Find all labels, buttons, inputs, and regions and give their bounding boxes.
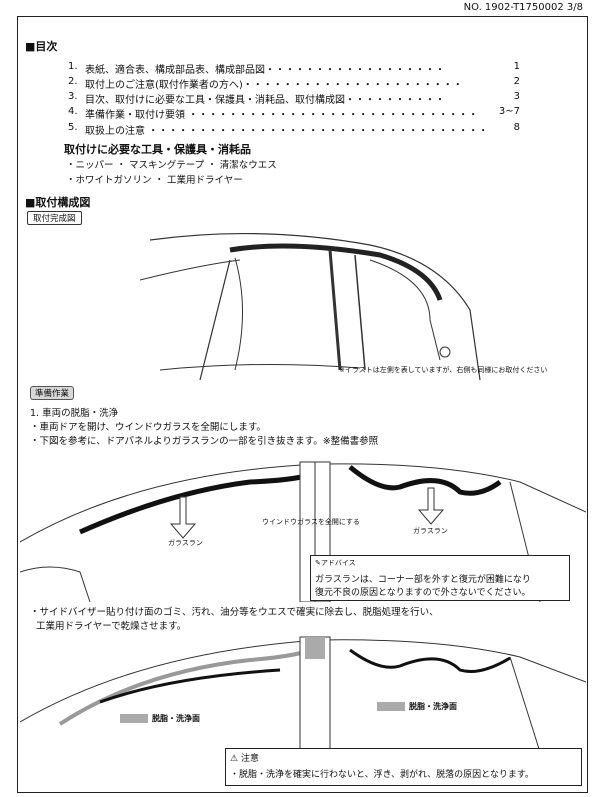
car-visor-illustration (140, 233, 481, 380)
toc-item-text: 取付上のご注意(取付作業者の方へ)・・・・・・・・・・・・・・・・・・・・・・ (85, 80, 463, 91)
toc-list: 1. 表紙、適合表、構成部品表、構成部品図・・・・・・・・・・・・・・・・・・ … (68, 61, 520, 141)
advice-box: ✎アドバイス ガラスランは、コーナー部を外すと復元が困難になり 復元不良の原因と… (310, 555, 570, 601)
caution-title-text: 注意 (240, 754, 259, 764)
toc-item-page: 3~7 (498, 106, 520, 117)
prep-label: 準備作業 (30, 386, 75, 400)
toc-item: 4. 準備作業・取付け要領 ・・・・・・・・・・・・・・・・・・・・・・・・・・… (68, 106, 520, 121)
degrease-line: ・サイドバイザー貼り付け面のゴミ、汚れ、油分等をウエスで確実に除去し、脱脂処理を… (30, 607, 439, 618)
toc-item-number: 5. (68, 122, 78, 133)
toc-item-number: 2. (68, 76, 78, 87)
glassrun-label-right: ガラスラン (413, 527, 448, 535)
toc-item: 5. 取扱上の注意 ・・・・・・・・・・・・・・・・・・・・・・・・・・・・・・… (68, 122, 520, 137)
tools-heading: 取付けに必要な工具・保護具・消耗品 (64, 143, 251, 156)
degrease-surface-illustration (20, 636, 586, 752)
toc-item: 2. 取付上のご注意(取付作業者の方へ)・・・・・・・・・・・・・・・・・・・・… (68, 76, 520, 91)
tools-line: ・ホワイトガソリン ・ 工業用ドライヤー (66, 175, 243, 186)
degrease-line: 工業用ドライヤーで乾燥させます。 (36, 621, 187, 632)
document-number: NO. 1902-T1750002 3/8 (463, 2, 583, 13)
toc-item-number: 3. (68, 91, 78, 102)
degrease-label-left: 脱脂・洗浄面 (152, 714, 200, 723)
caution-text: ・脱脂・洗浄を確実に行わないと、浮き、剥がれ、脱落の原因となります。 (230, 770, 534, 780)
tools-line: ・ニッパー ・ マスキングテープ ・ 清潔なウエス (66, 160, 277, 171)
toc-item-text: 取扱上の注意 ・・・・・・・・・・・・・・・・・・・・・・・・・・・・・・・・・… (85, 126, 489, 137)
prep-step: 1. 車両の脱脂・洗浄 (30, 408, 119, 419)
caution-box: ⚠ 注意 ・脱脂・洗浄を確実に行わないと、浮き、剥がれ、脱落の原因となります。 (225, 748, 582, 786)
glassrun-label-left: ガラスラン (168, 539, 203, 547)
advice-line: 復元不良の原因となりますので外さないでください。 (315, 588, 531, 598)
config-label: 取付完成図 (27, 211, 82, 225)
toc-item: 3. 目次、取付けに必要な工具・保護具・消耗品、取付構成図・・・・・・・・・・ … (68, 91, 520, 106)
toc-item: 1. 表紙、適合表、構成部品表、構成部品図・・・・・・・・・・・・・・・・・・ … (68, 61, 520, 76)
window-open-label: ウインドウガラスを全開にする (262, 518, 360, 526)
advice-title-text: アドバイス (320, 559, 356, 567)
toc-item-text: 表紙、適合表、構成部品表、構成部品図・・・・・・・・・・・・・・・・・・ (85, 65, 445, 76)
toc-item-number: 4. (68, 106, 78, 117)
advice-line: ガラスランは、コーナー部を外すと復元が困難になり (315, 575, 531, 585)
config-note: ※イラストは左側を表していますが、右側も同様にお取付ください (339, 366, 548, 374)
pencil-icon: ✎ (315, 559, 321, 567)
prep-line: ・下図を参考に、ドアパネルよりガラスランの一部を引き抜きます。※整備書参照 (30, 436, 379, 447)
caution-title: ⚠ 注意 (230, 751, 259, 764)
toc-item-text: 準備作業・取付け要領 ・・・・・・・・・・・・・・・・・・・・・・・・・・・・・ (85, 110, 479, 121)
toc-item-page: 1 (513, 61, 520, 72)
advice-title: ✎アドバイス (315, 558, 356, 568)
prep-line: ・車両ドアを開け、ウインドウガラスを全開にします。 (30, 422, 266, 433)
page-frame (17, 16, 588, 793)
toc-item-page: 2 (513, 76, 520, 87)
toc-item-page: 3 (513, 91, 520, 102)
toc-heading: ■目次 (25, 40, 58, 53)
toc-item-text: 目次、取付けに必要な工具・保護具・消耗品、取付構成図・・・・・・・・・・ (85, 95, 445, 106)
warning-icon: ⚠ (230, 754, 239, 764)
config-heading: ■取付構成図 (25, 196, 91, 209)
toc-item-page: 8 (513, 122, 520, 133)
degrease-label-right: 脱脂・洗浄面 (409, 702, 457, 711)
toc-item-number: 1. (68, 61, 78, 72)
